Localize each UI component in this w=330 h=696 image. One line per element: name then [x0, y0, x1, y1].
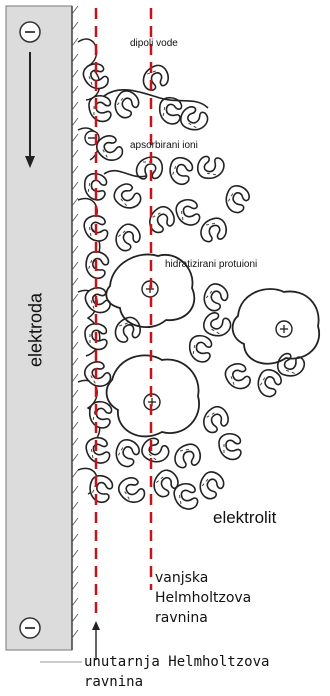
electrode-negative-bottom — [20, 618, 40, 638]
electrolyte-label: elektrolit — [213, 508, 276, 528]
water-dipoles — [81, 61, 307, 511]
hydrated-counterion-3 — [233, 289, 320, 364]
adsorbed-ions-label: apsorbirani ioni — [130, 140, 198, 151]
hydrated-counterions-label: hidratizirani protuioni — [165, 259, 257, 270]
outer-helmholtz-plane-label: vanjska Helmholtzova ravnina — [155, 568, 285, 628]
inner-helmholtz-plane-label: unutarnja Helmholtzova ravnina — [84, 652, 324, 692]
electrode-negative-top — [20, 22, 40, 42]
electrode-label: elektroda — [26, 293, 47, 367]
hydrated-counterion-2 — [107, 355, 199, 436]
water-dipoles-label: dipoli vode — [130, 38, 178, 49]
